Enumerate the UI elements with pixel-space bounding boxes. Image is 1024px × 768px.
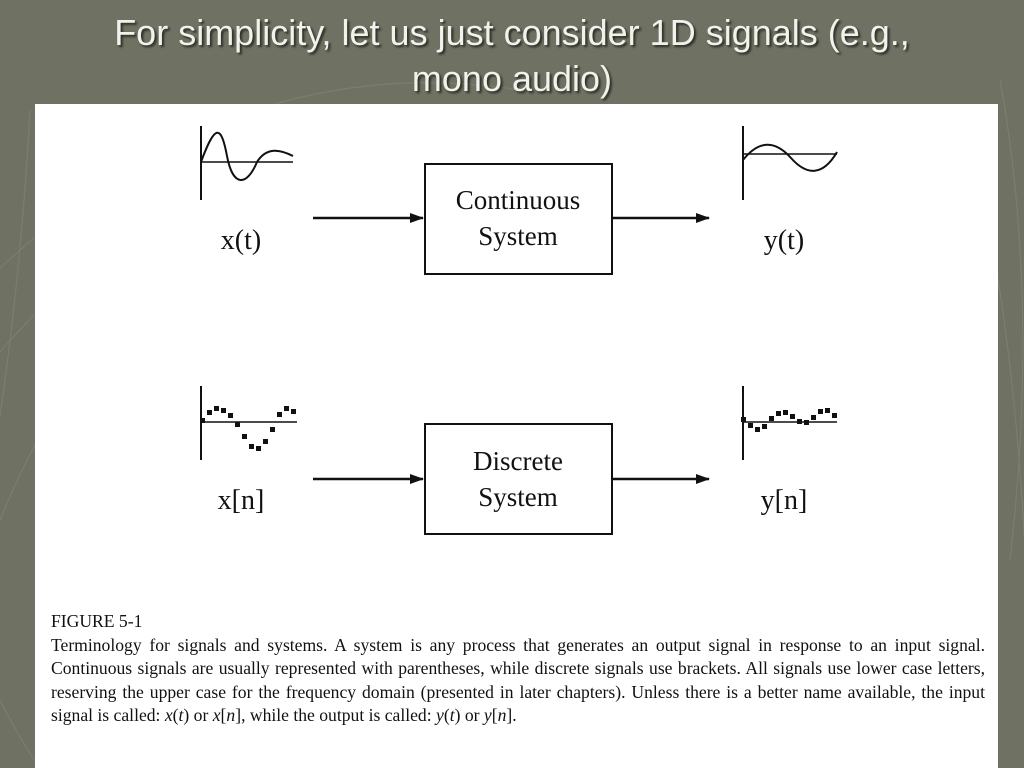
slide-title-line-2: mono audio) — [411, 58, 613, 99]
slide-title-line-1: For simplicity, let us just consider 1D … — [114, 12, 910, 53]
continuous-output-waveform — [742, 126, 838, 200]
figure-panel: x(t) Continuous System y(t) — [35, 104, 998, 768]
caption-y: y — [436, 705, 444, 725]
discrete-output-samples — [741, 386, 837, 460]
caption-end: . — [512, 705, 517, 725]
continuous-input-label: x(t) — [221, 225, 261, 256]
continuous-output-label: y(t) — [764, 225, 804, 256]
discrete-system-box — [424, 423, 613, 535]
figure-caption-body: Terminology for signals and systems. A s… — [51, 634, 985, 728]
caption-rbracket-2: ] — [506, 705, 513, 725]
caption-text-main: Terminology for signals and systems. A s… — [51, 634, 985, 726]
caption-lparen: ( — [172, 705, 179, 725]
figure-caption: FIGURE 5-1 Terminology for signals and s… — [51, 610, 985, 728]
caption-or-1: or — [189, 705, 213, 725]
caption-lbracket: [ — [220, 705, 227, 725]
caption-rbracket: ] — [235, 705, 242, 725]
discrete-input-label: x[n] — [218, 485, 265, 516]
discrete-input-samples — [200, 386, 297, 460]
slide-title: For simplicity, let us just consider 1D … — [40, 10, 984, 102]
caption-or-2: or — [460, 705, 484, 725]
discrete-system-label-line-1: Discrete — [473, 446, 563, 476]
figure-caption-heading: FIGURE 5-1 — [51, 611, 143, 631]
caption-n-2: n — [497, 705, 507, 725]
discrete-system-label-line-2: System — [478, 482, 558, 512]
caption-rparen: ) — [183, 705, 190, 725]
caption-y-2: y — [483, 705, 492, 725]
caption-n: n — [226, 705, 236, 725]
caption-x-2: x — [212, 705, 221, 725]
caption-t-2: t — [449, 705, 455, 725]
caption-while-output: , while the output is called: — [241, 705, 437, 725]
continuous-system-label-line-1: Continuous — [456, 185, 581, 215]
caption-rparen-2: ) — [454, 705, 461, 725]
caption-lparen-2: ( — [443, 705, 450, 725]
continuous-system-label-line-2: System — [478, 221, 558, 251]
signals-systems-diagram: x(t) Continuous System y(t) — [200, 126, 838, 535]
caption-t: t — [178, 705, 184, 725]
caption-x: x — [164, 705, 173, 725]
discrete-output-label: y[n] — [761, 485, 808, 516]
continuous-system-box — [424, 163, 613, 275]
continuous-input-waveform — [200, 126, 294, 200]
caption-lbracket-2: [ — [491, 705, 498, 725]
